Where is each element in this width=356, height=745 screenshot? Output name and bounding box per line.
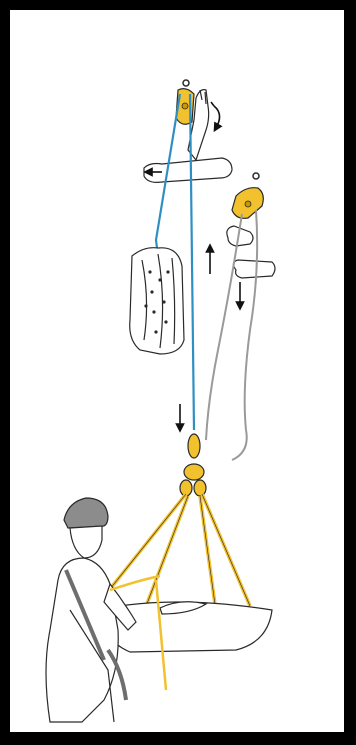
top-anchor bbox=[183, 80, 189, 86]
rotate-arrow-icon bbox=[211, 102, 220, 128]
right-hands bbox=[227, 226, 275, 278]
spreader-carabiners bbox=[180, 434, 206, 496]
rope-bag bbox=[130, 248, 184, 354]
gray-rope bbox=[206, 210, 257, 460]
horizontal-arm bbox=[144, 158, 232, 182]
progress-capture-pulley bbox=[232, 188, 263, 219]
figure-panel bbox=[10, 10, 344, 732]
right-anchor bbox=[253, 173, 259, 179]
rescue-system-illustration bbox=[10, 10, 344, 732]
